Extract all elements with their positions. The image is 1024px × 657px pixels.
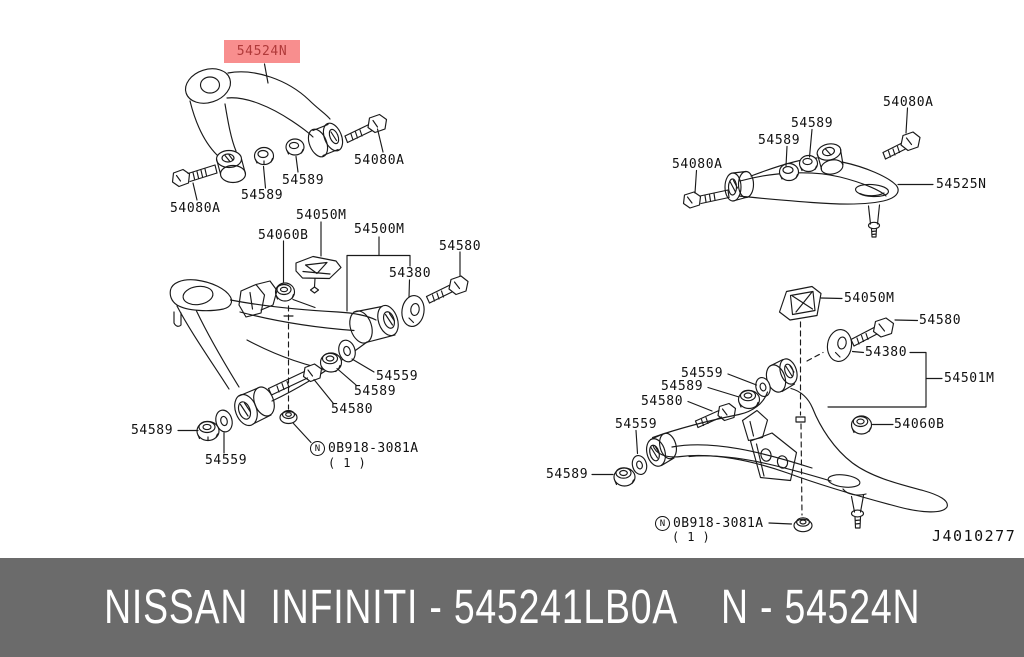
bushing-drawing — [724, 170, 755, 202]
nut-drawing — [737, 389, 761, 410]
footer-text: NISSAN INFINITI - 545241LB0A N - 54524N — [104, 580, 920, 635]
ball-stud-drawing — [867, 204, 881, 238]
part-label[interactable]: 54589 — [131, 423, 174, 438]
footer-brand-partnumber: NISSAN INFINITI - 545241LB0A — [103, 581, 678, 634]
washer-drawing — [338, 339, 356, 363]
nut-drawing — [613, 467, 636, 487]
circled-n-icon: N — [310, 441, 325, 456]
bolt-drawing — [682, 189, 730, 209]
part-label[interactable]: 54580 — [331, 402, 374, 417]
bushing-drawing — [816, 143, 844, 175]
part-label[interactable]: 54589 — [241, 188, 284, 203]
part-label[interactable]: 54580 — [641, 394, 684, 409]
bolt-drawing — [425, 275, 469, 304]
part-label[interactable]: 54080A — [883, 95, 934, 110]
part-label[interactable]: 54500M — [354, 222, 405, 237]
drawing-number: J4010277 — [932, 527, 1017, 545]
nut-drawing — [793, 517, 813, 533]
nut-drawing — [798, 154, 819, 173]
part-label[interactable]: 54380 — [865, 345, 908, 360]
washer-drawing — [631, 454, 648, 476]
footer-banner: NISSAN INFINITI - 545241LB0A N - 54524N — [0, 558, 1024, 657]
part-label[interactable]: 54080A — [354, 153, 405, 168]
part-label[interactable]: 54080A — [170, 201, 221, 216]
part-label[interactable]: 54589 — [661, 379, 704, 394]
bolt-drawing — [171, 164, 218, 188]
bushing-drawing — [234, 386, 275, 427]
bushing-drawing — [307, 122, 344, 158]
part-label[interactable]: 54559 — [205, 453, 248, 468]
part-label[interactable]: 54589 — [546, 467, 589, 482]
nut-drawing — [850, 415, 873, 435]
bushing-drawing — [349, 304, 399, 344]
bolt-drawing — [850, 317, 895, 347]
part-label[interactable]: 54060B — [894, 417, 945, 432]
part-label[interactable]: 54060B — [258, 228, 309, 243]
bracket-drawing — [749, 432, 798, 482]
bolt-drawing — [882, 131, 921, 160]
part-label[interactable]: 54589 — [758, 133, 801, 148]
lower-control-arm-left-drawing — [169, 255, 469, 442]
footer-reference-number: N - 54524N — [720, 581, 921, 634]
part-label[interactable]: 54589 — [791, 116, 834, 131]
nut-drawing — [196, 420, 220, 442]
nut-note-code: 0B918-3081A — [328, 441, 419, 456]
part-label[interactable]: 54380 — [389, 266, 432, 281]
upper-control-arm-right-drawing — [682, 131, 921, 238]
part-label[interactable]: 54525N — [936, 177, 987, 192]
ball-stud-drawing — [850, 494, 865, 529]
part-label[interactable]: 54050M — [296, 208, 347, 223]
nut-drawing — [253, 146, 275, 166]
nut-note-code: 0B918-3081A — [673, 516, 764, 531]
bracket-plate-drawing — [295, 255, 342, 294]
washer-drawing — [401, 294, 425, 328]
nut-drawing — [285, 138, 305, 156]
nut-note[interactable]: N 0B918-3081A — [655, 516, 764, 531]
nut-drawing — [778, 162, 800, 182]
upper-control-arm-left-drawing — [171, 68, 388, 188]
part-label[interactable]: 54501M — [944, 371, 995, 386]
bracket-plate-drawing — [778, 285, 822, 321]
part-label[interactable]: 54580 — [439, 239, 482, 254]
part-label[interactable]: 54580 — [919, 313, 962, 328]
part-label-highlighted[interactable]: 54524N — [224, 40, 300, 63]
part-label[interactable]: 54050M — [844, 291, 895, 306]
nut-drawing — [274, 282, 316, 309]
lower-control-arm-right-drawing — [613, 285, 948, 533]
part-label[interactable]: 54559 — [681, 366, 724, 381]
leader-lines — [177, 63, 943, 525]
bolt-drawing — [267, 363, 323, 396]
part-label[interactable]: 54589 — [354, 384, 397, 399]
bolt-drawing — [344, 113, 388, 144]
bushing-drawing — [646, 432, 678, 467]
part-label[interactable]: 54080A — [672, 157, 723, 172]
washer-drawing — [215, 409, 233, 433]
bushing-drawing — [215, 149, 247, 184]
circled-n-icon: N — [655, 516, 670, 531]
part-label[interactable]: 54559 — [615, 417, 658, 432]
nut-drawing — [319, 352, 343, 373]
nut-drawing — [279, 409, 298, 425]
part-label[interactable]: 54589 — [282, 173, 325, 188]
washer-drawing — [826, 328, 853, 363]
part-label[interactable]: 54559 — [376, 369, 419, 384]
nut-note[interactable]: N 0B918-3081A — [310, 441, 419, 456]
nut-note-qty: ( 1 ) — [672, 530, 711, 544]
nut-note-qty: ( 1 ) — [328, 456, 367, 470]
